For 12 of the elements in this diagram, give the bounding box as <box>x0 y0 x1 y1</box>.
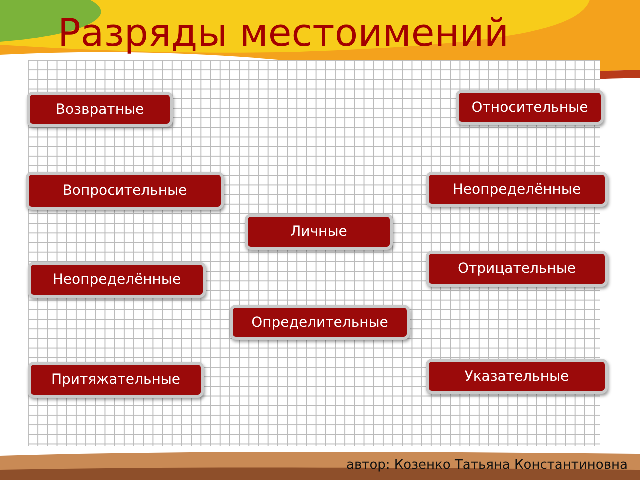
author-note: автор: Козенко Татьяна Константиновна <box>346 458 628 473</box>
category-box: Неопределённые <box>28 262 206 298</box>
category-box: Относительные <box>456 90 604 125</box>
category-box: Указательные <box>426 359 608 394</box>
category-box: Отрицательные <box>426 251 608 287</box>
title: Разряды местоимений <box>58 10 510 56</box>
category-box: Вопросительные <box>26 172 224 210</box>
category-box: Притяжательные <box>28 362 204 398</box>
category-box: Возвратные <box>27 92 173 127</box>
category-box: Определительные <box>230 305 410 340</box>
category-box: Личные <box>245 214 393 250</box>
category-box: Неопределённые <box>426 172 608 207</box>
